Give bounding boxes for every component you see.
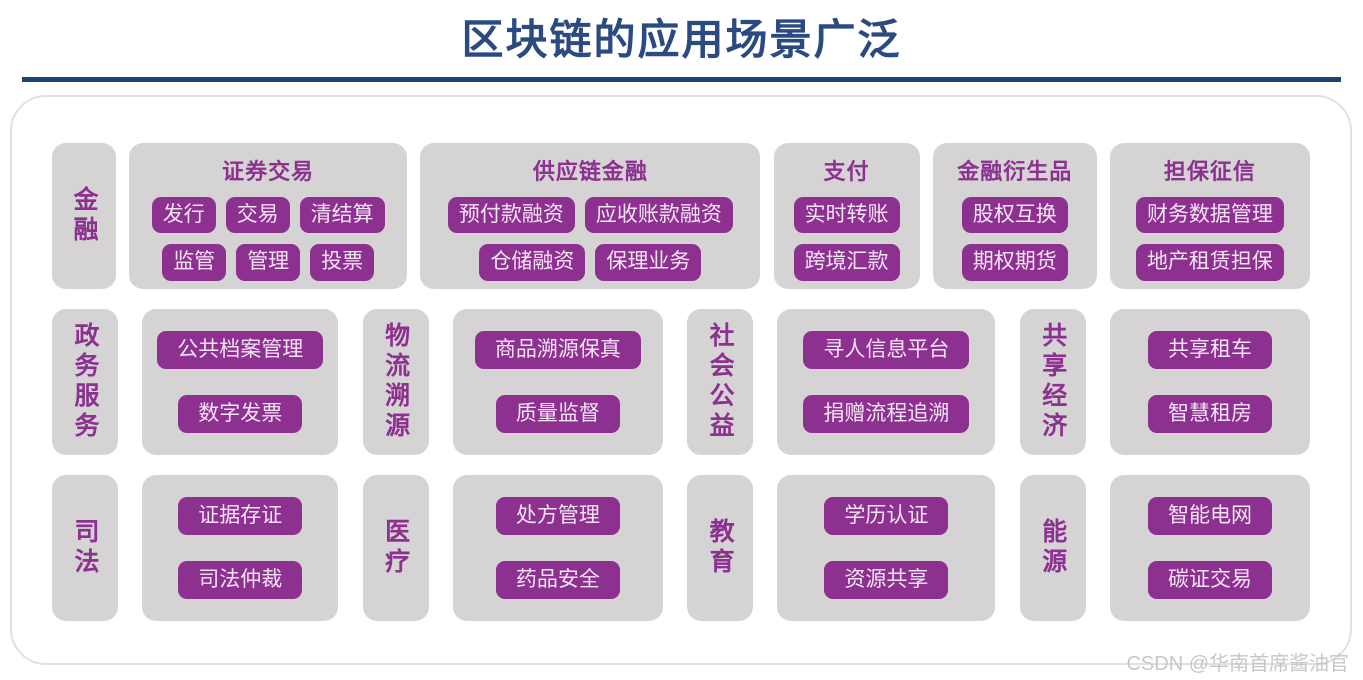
category-label: 物流溯源 <box>362 309 429 455</box>
badge-row: 质量监督 <box>495 395 620 434</box>
category-label: 能源 <box>1019 475 1086 621</box>
application-badge: 发行 <box>151 197 216 234</box>
application-group: 学历认证资源共享 <box>777 475 996 621</box>
badge-row: 处方管理 <box>495 496 620 535</box>
badge-row: 预付款融资应收账款融资 <box>447 197 733 234</box>
badge-row: 商品溯源保真 <box>474 330 641 369</box>
badge-row: 数字发票 <box>178 395 303 434</box>
application-badge: 数字发票 <box>178 395 303 434</box>
application-badge: 股权互换 <box>961 197 1068 234</box>
application-group: 共享租车智慧租房 <box>1109 309 1310 455</box>
diagram-container: 金融证券交易发行交易清结算监管管理投票供应链金融预付款融资应收账款融资仓储融资保… <box>10 95 1352 665</box>
badge-row: 监管管理投票 <box>162 244 375 281</box>
application-group: 商品溯源保真质量监督 <box>452 309 663 455</box>
application-badge: 实时转账 <box>793 197 900 234</box>
application-badge: 质量监督 <box>495 395 620 434</box>
badge-row: 证据存证 <box>178 496 303 535</box>
category-label: 政务服务 <box>52 309 118 455</box>
badge-row: 资源共享 <box>824 561 949 600</box>
application-badge: 财务数据管理 <box>1135 197 1284 234</box>
application-badge: 交易 <box>225 197 290 234</box>
application-badge: 清结算 <box>299 197 385 234</box>
category-label: 医疗 <box>362 475 429 621</box>
badge-row: 学历认证 <box>824 496 949 535</box>
category-label: 社会公益 <box>687 309 754 455</box>
category-label: 共享经济 <box>1019 309 1086 455</box>
application-group: 供应链金融预付款融资应收账款融资仓储融资保理业务 <box>420 143 761 289</box>
application-group: 证据存证司法仲裁 <box>142 475 339 621</box>
category-row: 金融证券交易发行交易清结算监管管理投票供应链金融预付款融资应收账款融资仓储融资保… <box>52 143 1310 289</box>
application-group: 支付实时转账跨境汇款 <box>773 143 920 289</box>
page-title: 区块链的应用场景广泛 <box>461 16 902 63</box>
application-badge: 投票 <box>310 244 375 281</box>
application-badge: 司法仲裁 <box>178 561 303 600</box>
badge-row: 跨境汇款 <box>793 244 900 281</box>
application-badge: 证据存证 <box>178 496 303 535</box>
badge-row: 共享租车 <box>1147 330 1272 369</box>
badge-row: 公共档案管理 <box>157 330 324 369</box>
application-badge: 智能电网 <box>1147 496 1272 535</box>
watermark: CSDN @华南首席酱油官 <box>1126 653 1349 675</box>
title-underline <box>22 77 1341 82</box>
group-title: 支付 <box>823 159 870 184</box>
category-row: 司法证据存证司法仲裁医疗处方管理药品安全教育学历认证资源共享能源智能电网碳证交易 <box>52 475 1310 621</box>
application-badge: 商品溯源保真 <box>474 330 641 369</box>
badge-row: 捐赠流程追溯 <box>803 395 970 434</box>
badge-row: 药品安全 <box>495 561 620 600</box>
application-badge: 碳证交易 <box>1147 561 1272 600</box>
application-badge: 药品安全 <box>495 561 620 600</box>
application-badge: 学历认证 <box>824 496 949 535</box>
application-group: 寻人信息平台捐赠流程追溯 <box>777 309 996 455</box>
badge-row: 仓储融资保理业务 <box>479 244 702 281</box>
application-group: 智能电网碳证交易 <box>1109 475 1310 621</box>
application-badge: 跨境汇款 <box>793 244 900 281</box>
badge-row: 智慧租房 <box>1147 395 1272 434</box>
application-badge: 期权期货 <box>961 244 1068 281</box>
category-row: 政务服务公共档案管理数字发票物流溯源商品溯源保真质量监督社会公益寻人信息平台捐赠… <box>52 309 1310 455</box>
category-label: 教育 <box>687 475 754 621</box>
application-badge: 智慧租房 <box>1147 395 1272 434</box>
application-badge: 仓储融资 <box>479 244 586 281</box>
application-group: 金融衍生品股权互换期权期货 <box>932 143 1097 289</box>
category-label: 司法 <box>52 475 118 621</box>
badge-row: 司法仲裁 <box>178 561 303 600</box>
application-badge: 公共档案管理 <box>157 330 324 369</box>
badge-row: 智能电网 <box>1147 496 1272 535</box>
application-badge: 监管 <box>162 244 227 281</box>
category-label: 金融 <box>52 143 116 289</box>
application-badge: 处方管理 <box>495 496 620 535</box>
badge-row: 地产租赁担保 <box>1135 244 1284 281</box>
application-badge: 地产租赁担保 <box>1135 244 1284 281</box>
application-badge: 预付款融资 <box>447 197 575 234</box>
group-title: 担保征信 <box>1163 159 1256 184</box>
application-badge: 资源共享 <box>824 561 949 600</box>
application-badge: 寻人信息平台 <box>803 330 970 369</box>
application-badge: 应收账款融资 <box>584 197 733 234</box>
application-group: 公共档案管理数字发票 <box>142 309 339 455</box>
badge-row: 实时转账 <box>793 197 900 234</box>
group-title: 证券交易 <box>222 159 315 184</box>
badge-row: 寻人信息平台 <box>803 330 970 369</box>
badge-row: 股权互换 <box>961 197 1068 234</box>
group-title: 供应链金融 <box>532 159 648 184</box>
badge-row: 期权期货 <box>961 244 1068 281</box>
badge-row: 财务数据管理 <box>1135 197 1284 234</box>
application-group: 担保征信财务数据管理地产租赁担保 <box>1109 143 1310 289</box>
application-badge: 保理业务 <box>595 244 702 281</box>
badge-row: 发行交易清结算 <box>151 197 385 234</box>
badge-row: 碳证交易 <box>1147 561 1272 600</box>
application-badge: 捐赠流程追溯 <box>803 395 970 434</box>
application-badge: 管理 <box>236 244 301 281</box>
group-title: 金融衍生品 <box>957 159 1073 184</box>
application-badge: 共享租车 <box>1147 330 1272 369</box>
application-group: 证券交易发行交易清结算监管管理投票 <box>129 143 408 289</box>
application-group: 处方管理药品安全 <box>452 475 663 621</box>
